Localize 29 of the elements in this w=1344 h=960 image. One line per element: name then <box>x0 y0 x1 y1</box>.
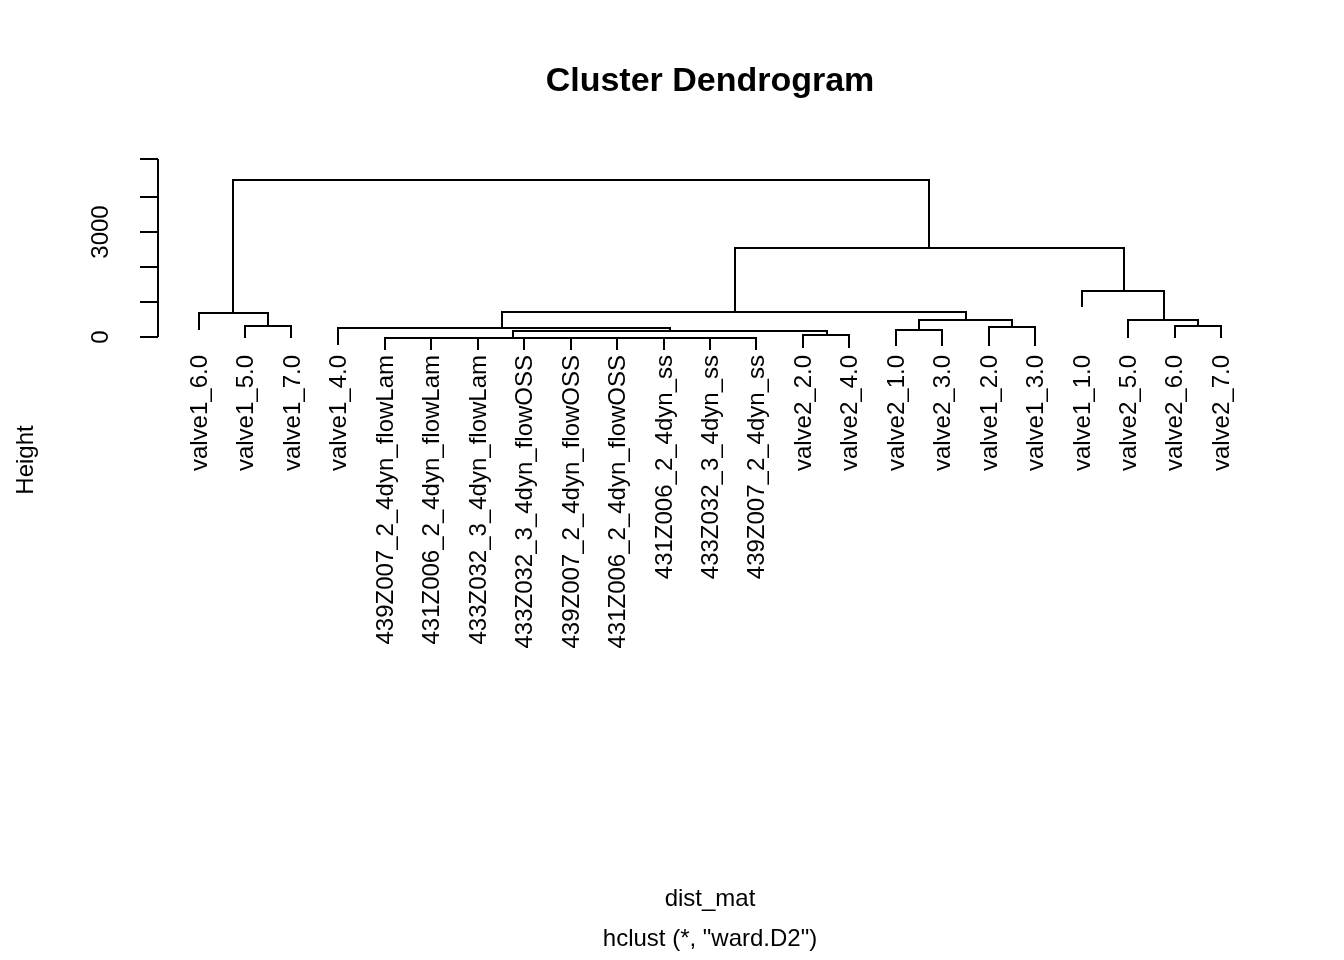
leaf-label: 433Z032_3_4dyn_flowLam <box>465 355 490 645</box>
leaf-label: 439Z007_2_4dyn_flowOSS <box>558 355 583 649</box>
leaf-label: valve1_6.0 <box>187 355 211 472</box>
leaf-label: valve1_4.0 <box>326 355 351 472</box>
leaf-label: 431Z006_2_4dyn_flowOSS <box>605 355 630 649</box>
leaf-label: valve2_4.0 <box>837 355 862 472</box>
leaf-label: valve1_5.0 <box>233 355 258 472</box>
axis-title: Height <box>13 425 37 495</box>
axis-tick-label: 3000 <box>88 205 112 259</box>
leaf-label: 433Z032_3_4dyn_ss <box>697 355 722 580</box>
leaf-label: valve1_3.0 <box>1023 355 1048 472</box>
leaf-label: 431Z006_2_4dyn_ss <box>651 355 676 580</box>
leaf-label: 439Z007_2_4dyn_flowLam <box>372 355 397 645</box>
axis-tick-label: 0 <box>88 330 112 344</box>
chart-subtitle: hclust (*, "ward.D2") <box>601 926 819 950</box>
leaf-label: valve2_5.0 <box>1116 355 1140 472</box>
leaf-label: 433Z032_3_4dyn_flowOSS <box>512 355 537 649</box>
leaf-label: valve2_2.0 <box>790 355 815 472</box>
leaf-label: valve2_3.0 <box>930 355 955 472</box>
axis-title: dist_mat <box>663 886 757 910</box>
leaf-label: valve1_1.0 <box>1069 355 1094 472</box>
leaf-label: 439Z007_2_4dyn_ss <box>744 355 769 580</box>
leaf-label: valve2_1.0 <box>883 355 908 472</box>
chart-title: Cluster Dendrogram <box>544 62 876 96</box>
leaf-label: valve1_7.0 <box>279 355 304 472</box>
leaf-label: 431Z006_2_4dyn_flowLam <box>419 355 444 645</box>
leaf-label: valve2_6.0 <box>1162 355 1187 472</box>
leaf-label: valve1_2.0 <box>976 355 1001 472</box>
leaf-label: valve2_7.0 <box>1208 355 1233 472</box>
